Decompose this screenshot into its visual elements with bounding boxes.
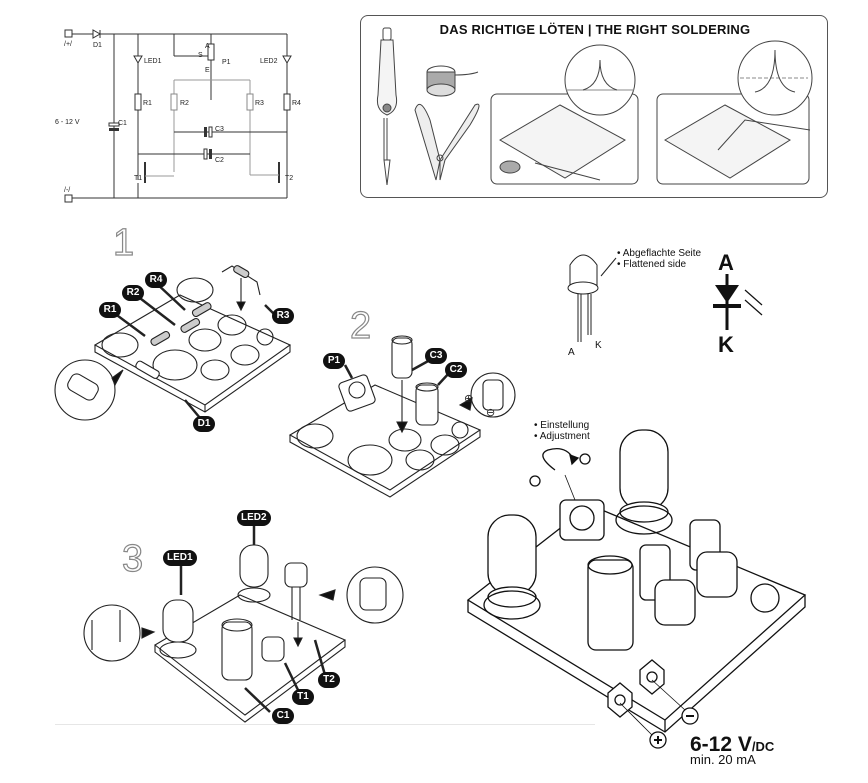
p1-symbol xyxy=(207,43,215,61)
t1-label: T1 xyxy=(134,175,142,182)
led2-icon xyxy=(239,544,269,588)
led2-label: LED2 xyxy=(260,58,278,65)
final-led2-icon xyxy=(619,429,669,511)
terminal-plus-label: /+/ xyxy=(64,41,72,48)
led1-symbol-icon xyxy=(133,55,143,65)
r2-label: R2 xyxy=(180,100,189,107)
cathode-label: K xyxy=(718,332,734,357)
final-t2-icon xyxy=(696,551,738,598)
label-r3: R3 xyxy=(272,308,294,324)
minus-sign-icon: ⊖ xyxy=(486,407,495,419)
led1-pad-icon xyxy=(101,332,139,358)
circuit-schematic: /+/ /-/ 6 - 12 V D1 LED1 LED2 P1 A S E R… xyxy=(50,20,310,210)
led1-label: LED1 xyxy=(144,58,162,65)
t2-label: T2 xyxy=(285,175,293,182)
transistor-t2-icon xyxy=(284,562,308,588)
c2-label: C2 xyxy=(215,157,224,164)
soldering-title: DAS RICHTIGE LÖTEN | THE RIGHT SOLDERING xyxy=(439,22,751,37)
label-r4: R4 xyxy=(145,272,167,288)
label-t1: T1 xyxy=(292,689,314,705)
label-r2: R2 xyxy=(122,285,144,301)
flattened-side-note-de: • Abgeflachte Seite xyxy=(617,248,702,259)
r3-label: R3 xyxy=(255,100,264,107)
r3-symbol xyxy=(246,93,254,111)
step-3-number: 3 xyxy=(121,537,144,580)
minus-terminal-icon xyxy=(639,659,665,695)
led-flat-side-magnifier xyxy=(83,604,141,662)
label-c2: C2 xyxy=(445,362,467,378)
c1-label: C1 xyxy=(118,120,127,127)
plus-terminal-icon xyxy=(607,682,633,718)
min-current: min. 20 mA xyxy=(690,752,756,767)
diode-icon xyxy=(92,29,102,39)
supply-voltage: 6-12 V/DC xyxy=(690,733,774,757)
label-led2: LED2 xyxy=(237,510,271,526)
plus-circle-icon xyxy=(579,453,591,465)
capacitor-c1-icon xyxy=(221,621,253,681)
step-1-number: 1 xyxy=(112,221,135,264)
plus-sign-icon: ⊕ xyxy=(464,393,473,405)
p1-pin-e: E xyxy=(205,67,210,74)
led1-icon xyxy=(162,599,194,643)
minus-circle-icon xyxy=(529,475,541,487)
anode-label: A xyxy=(718,250,734,275)
r4-symbol xyxy=(283,93,291,111)
soldering-panel xyxy=(360,15,828,198)
dc-label: /DC xyxy=(751,739,775,754)
r2-symbol xyxy=(170,93,178,111)
final-t1-icon xyxy=(654,579,696,626)
terminal-plus-icon xyxy=(64,29,73,38)
rotation-arrow-icon xyxy=(542,447,574,471)
p1-pin-s: S xyxy=(198,52,203,59)
supply-voltage-label: 6 - 12 V xyxy=(55,119,80,126)
capacitor-c2-icon xyxy=(415,384,439,426)
led2-symbol-icon xyxy=(282,55,292,65)
d1-label: D1 xyxy=(93,42,102,49)
led-pin-a-label: A xyxy=(568,347,575,358)
label-r1: R1 xyxy=(99,302,121,318)
transistor-t1-icon xyxy=(261,636,285,662)
step-2-number: 2 xyxy=(349,304,372,347)
led-pin-k-label: K xyxy=(595,340,602,351)
label-p1: P1 xyxy=(323,353,345,369)
c2-polarity-magnifier xyxy=(470,372,516,418)
c3-label: C3 xyxy=(215,126,224,133)
adjustment-note-de: • Einstellung xyxy=(534,420,590,431)
voltage-range: 6-12 V xyxy=(690,733,752,756)
final-c1-icon xyxy=(587,559,634,651)
r4-label: R4 xyxy=(292,100,301,107)
terminal-minus-icon xyxy=(64,194,73,203)
capacitor-c3-icon xyxy=(391,337,413,379)
terminal-minus-label: /-/ xyxy=(64,187,70,194)
label-c3: C3 xyxy=(425,348,447,364)
led2-pad-icon xyxy=(176,277,214,303)
final-potentiometer-icon xyxy=(559,499,605,541)
final-led1-icon xyxy=(487,514,537,596)
label-c1: C1 xyxy=(272,708,294,724)
transistor-flat-side-magnifier xyxy=(346,566,404,624)
adjustment-note-en: • Adjustment xyxy=(534,431,590,442)
schematic-drawing: /+/ /-/ 6 - 12 V D1 LED1 LED2 P1 A S E R… xyxy=(55,29,301,203)
divider xyxy=(55,724,595,725)
r1-symbol xyxy=(134,93,142,111)
label-t2: T2 xyxy=(318,672,340,688)
p1-pin-a: A xyxy=(205,43,210,50)
d1-detail-magnifier xyxy=(54,359,116,421)
potentiometer-icon xyxy=(338,374,376,412)
led-symbol-icon xyxy=(713,274,763,330)
label-led1: LED1 xyxy=(163,550,197,566)
minus-symbol-icon xyxy=(681,707,699,725)
r1-label: R1 xyxy=(143,100,152,107)
flattened-side-note-en: • Flattened side xyxy=(617,259,687,270)
plus-symbol-icon xyxy=(649,731,667,749)
p1-label: P1 xyxy=(222,59,231,66)
label-d1: D1 xyxy=(193,416,215,432)
